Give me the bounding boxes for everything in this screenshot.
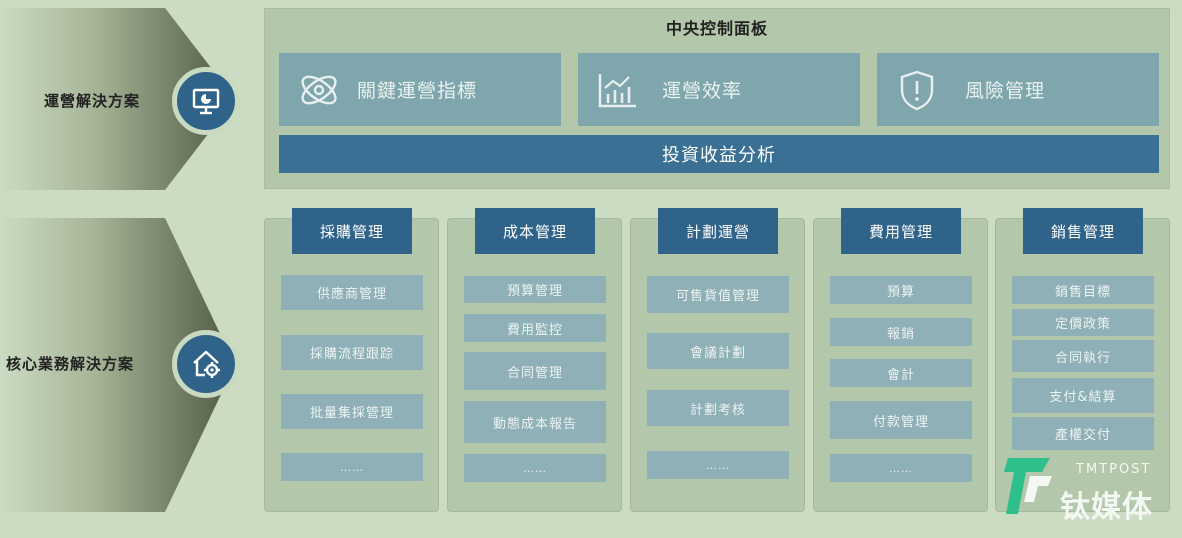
list-item[interactable]: …… (464, 454, 606, 482)
tmtpost-logo-icon (1004, 458, 1052, 514)
atom-icon (295, 66, 343, 114)
list-item[interactable]: 產權交付 (1012, 417, 1154, 450)
home-gear-icon (193, 350, 220, 378)
list-item[interactable]: 預算 (830, 276, 972, 304)
tmtpost-watermark: TMTPOST 钛媒体 (1004, 452, 1164, 525)
list-item[interactable]: …… (830, 454, 972, 482)
list-item[interactable]: 報銷 (830, 318, 972, 346)
presentation-chart-icon (192, 88, 220, 115)
module-procurement: 採購管理 供應商管理 採購流程跟踪 批量集採管理 …… (264, 208, 439, 512)
bar-chart-icon (594, 66, 642, 114)
list-item[interactable]: 合同執行 (1012, 340, 1154, 372)
roi-analysis-banner[interactable]: 投資收益分析 (279, 135, 1159, 173)
shield-alert-icon (893, 66, 941, 114)
list-item[interactable]: 計劃考核 (647, 390, 789, 426)
row-label-operations: 運營解決方案 (44, 92, 141, 110)
kpi-key-metrics[interactable]: 關鍵運營指標 (279, 53, 561, 126)
watermark-brand-en: TMTPOST (1076, 462, 1152, 477)
list-item[interactable]: 會計 (830, 359, 972, 387)
central-control-panel: 中央控制面板 關鍵運營指標 運營效率 (264, 8, 1170, 189)
module-planning: 計劃運營 可售貨值管理 會議計劃 計劃考核 …… (630, 208, 805, 512)
list-item[interactable]: 動態成本報告 (464, 401, 606, 443)
module-sales: 銷售管理 銷售目標 定價政策 合同執行 支付&結算 產權交付 (995, 208, 1170, 512)
kpi-risk[interactable]: 風險管理 (877, 53, 1159, 126)
row-label-core-business: 核心業務解決方案 (6, 355, 135, 373)
list-item[interactable]: 批量集採管理 (281, 394, 423, 429)
module-expense: 費用管理 預算 報銷 會計 付款管理 …… (813, 208, 988, 512)
module-expense-title[interactable]: 費用管理 (841, 208, 961, 254)
row-icon-core-business (172, 330, 240, 398)
module-planning-title[interactable]: 計劃運營 (658, 208, 778, 254)
kpi-efficiency[interactable]: 運營效率 (578, 53, 860, 126)
kpi-risk-label: 風險管理 (965, 80, 1046, 102)
list-item[interactable]: 合同管理 (464, 352, 606, 390)
module-sales-title[interactable]: 銷售管理 (1023, 208, 1143, 254)
kpi-key-metrics-label: 關鍵運營指標 (357, 80, 478, 102)
module-cost: 成本管理 預算管理 費用監控 合同管理 動態成本報告 …… (447, 208, 622, 512)
module-cost-title[interactable]: 成本管理 (475, 208, 595, 254)
list-item[interactable]: …… (281, 453, 423, 481)
list-item[interactable]: 付款管理 (830, 401, 972, 439)
kpi-efficiency-label: 運營效率 (662, 80, 743, 102)
watermark-brand-cn: 钛媒体 (1060, 490, 1153, 525)
module-procurement-title[interactable]: 採購管理 (292, 208, 412, 254)
panel-title: 中央控制面板 (665, 19, 768, 38)
list-item[interactable]: 可售貨值管理 (647, 276, 789, 313)
list-item[interactable]: 支付&結算 (1012, 378, 1154, 413)
list-item[interactable]: 會議計劃 (647, 333, 789, 369)
list-item[interactable]: 銷售目標 (1012, 276, 1154, 304)
list-item[interactable]: 供應商管理 (281, 275, 423, 310)
chevron-arrow-top (0, 8, 235, 190)
list-item[interactable]: …… (647, 451, 789, 479)
list-item[interactable]: 預算管理 (464, 276, 606, 303)
list-item[interactable]: 費用監控 (464, 314, 606, 342)
row-icon-operations (172, 67, 240, 135)
chevron-arrow-bottom (0, 218, 235, 512)
list-item[interactable]: 定價政策 (1012, 309, 1154, 336)
list-item[interactable]: 採購流程跟踪 (281, 335, 423, 370)
